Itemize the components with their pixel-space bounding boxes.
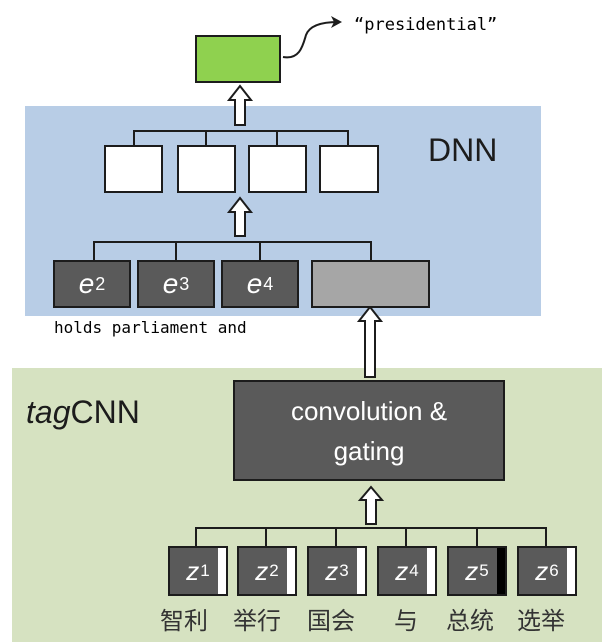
embedding-subscript: 2	[95, 273, 106, 294]
hidden-node	[248, 145, 307, 193]
source-word: 选举	[517, 607, 565, 635]
gate-bar	[497, 548, 505, 594]
embedding-subscript: 3	[179, 273, 190, 294]
embedding-letter: e	[246, 268, 263, 299]
hidden-node	[319, 145, 379, 193]
conv-line-1: convolution &	[290, 395, 448, 426]
embedding-subscript: 4	[263, 273, 274, 294]
output-node	[195, 35, 281, 83]
hidden-node	[104, 145, 163, 193]
input-subscript: 1	[200, 561, 210, 580]
input-letter: z	[325, 555, 339, 586]
input-subscript: 6	[549, 561, 559, 580]
input-subscript: 5	[479, 561, 489, 580]
embedding-letter: e	[78, 268, 95, 299]
source-word: 与	[394, 607, 418, 635]
tagcnn-label-italic: tag	[26, 394, 71, 430]
conv-line-2: gating	[333, 435, 405, 466]
gate-bar	[218, 548, 226, 594]
source-word: 智利	[160, 607, 208, 635]
gate-bar	[427, 548, 435, 594]
gate-bar	[287, 548, 295, 594]
context-text: holds parliament and	[54, 318, 247, 337]
source-context-node	[311, 260, 430, 308]
input-letter: z	[535, 555, 549, 586]
hidden-node	[177, 145, 236, 193]
input-letter: z	[255, 555, 269, 586]
input-subscript: 4	[409, 561, 419, 580]
tagcnn-label-rest: CNN	[70, 394, 140, 430]
source-word: 国会	[307, 607, 355, 635]
input-letter: z	[465, 555, 479, 586]
source-word: 总统	[446, 607, 494, 635]
input-subscript: 3	[339, 561, 349, 580]
dnn-label: DNN	[428, 132, 498, 168]
output-word: “presidential”	[354, 15, 498, 35]
embedding-letter: e	[162, 268, 179, 299]
input-letter: z	[186, 555, 200, 586]
gate-bar	[357, 548, 365, 594]
gate-bar	[567, 548, 575, 594]
input-subscript: 2	[269, 561, 279, 580]
tagcnn-label: tagCNN	[26, 394, 140, 431]
source-word: 举行	[233, 607, 281, 635]
input-letter: z	[395, 555, 409, 586]
convolution-gating-box: convolution & gating	[233, 380, 505, 481]
